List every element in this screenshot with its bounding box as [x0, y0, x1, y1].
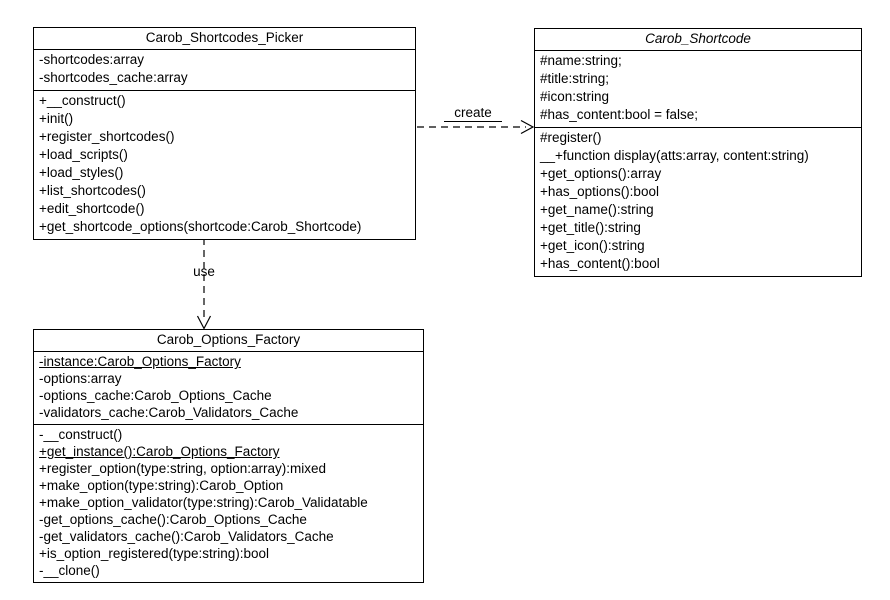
- class-method: -__construct(): [39, 427, 123, 442]
- class-box-carob-options-factory: Carob_Options_Factory -instance:Carob_Op…: [33, 329, 424, 583]
- create-arrowhead-icon: [520, 119, 535, 135]
- class-method: +init(): [39, 111, 74, 126]
- class-method: +register_shortcodes(): [39, 129, 175, 144]
- class-attribute: #title:string;: [540, 71, 610, 86]
- class-method: +has_content():bool: [540, 256, 660, 271]
- class-attribute: #name:string;: [540, 53, 622, 68]
- class-attribute: -validators_cache:Carob_Validators_Cache: [39, 405, 299, 420]
- class-method: +make_option_validator(type:string):Caro…: [39, 495, 368, 510]
- class-attribute: -shortcodes:array: [39, 52, 145, 67]
- class-title: Carob_Shortcodes_Picker: [34, 28, 415, 50]
- class-method: +get_instance():Carob_Options_Factory: [39, 444, 280, 459]
- use-dependency-arrow: [196, 238, 212, 330]
- class-box-carob-shortcodes-picker: Carob_Shortcodes_Picker -shortcodes:arra…: [33, 27, 416, 240]
- class-attribute: -instance:Carob_Options_Factory: [39, 354, 241, 369]
- relation-label-create: create: [444, 104, 502, 122]
- class-attribute: -shortcodes_cache:array: [39, 70, 188, 85]
- create-dependency-arrow: [417, 119, 535, 135]
- class-box-carob-shortcode: Carob_Shortcode #name:string; #title:stri…: [534, 28, 862, 277]
- class-method: +has_options():bool: [540, 184, 659, 199]
- class-method: +is_option_registered(type:string):bool: [39, 546, 270, 561]
- class-title: Carob_Shortcode: [535, 29, 861, 51]
- attributes-compartment: -instance:Carob_Options_Factory -options:…: [34, 352, 423, 425]
- class-method: +__construct(): [39, 93, 126, 108]
- methods-compartment: #register() __+function display(atts:arra…: [535, 128, 861, 276]
- class-method: -get_validators_cache():Carob_Validators…: [39, 529, 334, 544]
- class-method: -get_options_cache():Carob_Options_Cache: [39, 512, 307, 527]
- class-attribute: #has_content:bool = false;: [540, 107, 698, 122]
- class-method: +get_shortcode_options(shortcode:Carob_S…: [39, 219, 362, 234]
- methods-compartment: -__construct() +get_instance():Carob_Opti…: [34, 425, 423, 582]
- class-method: +list_shortcodes(): [39, 183, 146, 198]
- class-attribute: -options_cache:Carob_Options_Cache: [39, 388, 272, 403]
- class-method: +get_name():string: [540, 202, 654, 217]
- class-method: +get_options():array: [540, 166, 662, 181]
- relation-label-use: use: [193, 264, 215, 279]
- class-method: __+function display(atts:array, content:…: [540, 148, 809, 163]
- class-method: +make_option(type:string):Carob_Option: [39, 478, 284, 493]
- class-attribute: -options:array: [39, 371, 122, 386]
- class-method: +register_option(type:string, option:arr…: [39, 461, 327, 476]
- class-method: +edit_shortcode(): [39, 201, 145, 216]
- class-method: -__clone(): [39, 563, 100, 578]
- use-arrowhead-icon: [196, 315, 212, 330]
- class-method: +load_styles(): [39, 165, 124, 180]
- class-method: +get_icon():string: [540, 238, 645, 253]
- class-attribute: #icon:string: [540, 89, 610, 104]
- class-title: Carob_Options_Factory: [34, 330, 423, 352]
- methods-compartment: +__construct() +init() +register_shortcode…: [34, 91, 415, 239]
- attributes-compartment: #name:string; #title:string; #icon:string #…: [535, 51, 861, 128]
- attributes-compartment: -shortcodes:array -shortcodes_cache:array: [34, 50, 415, 91]
- class-method: +get_title():string: [540, 220, 641, 235]
- class-method: +load_scripts(): [39, 147, 128, 162]
- class-method: #register(): [540, 130, 602, 145]
